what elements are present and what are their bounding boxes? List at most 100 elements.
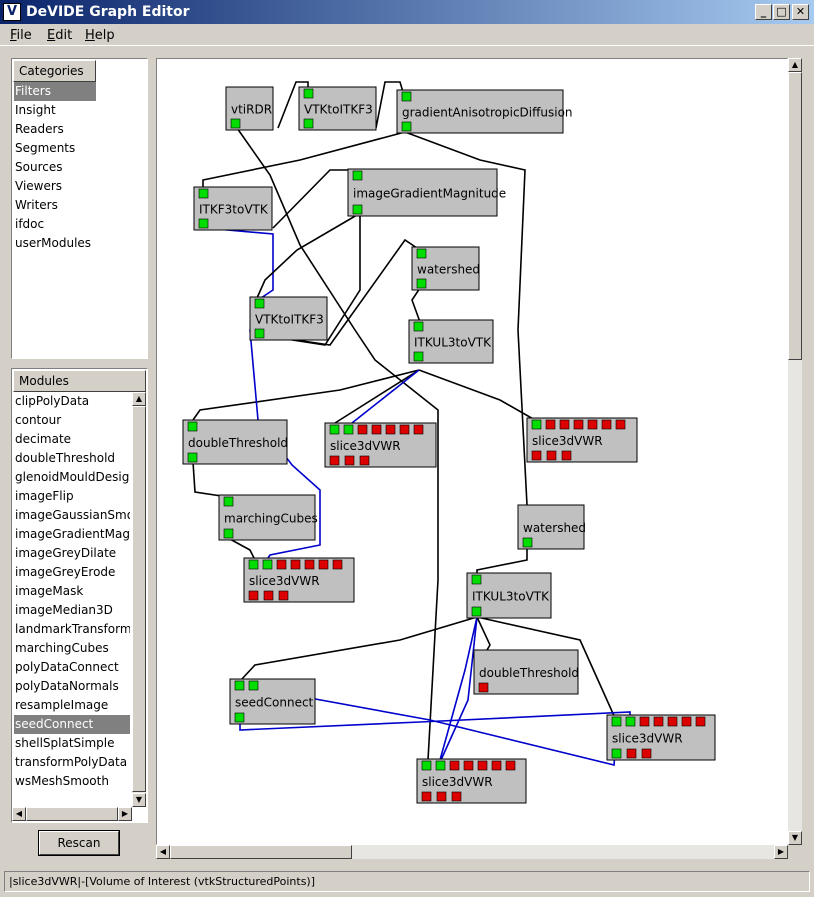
connection-line[interactable] [202, 131, 406, 188]
input-port[interactable] [463, 760, 474, 771]
category-item-viewers[interactable]: Viewers [15, 179, 63, 193]
module-item-imagemask[interactable]: imageMask [15, 584, 84, 598]
input-port[interactable] [416, 248, 427, 259]
output-port[interactable] [626, 748, 637, 759]
input-port[interactable] [304, 559, 315, 570]
output-port[interactable] [546, 450, 557, 461]
input-port[interactable] [545, 419, 556, 430]
modules-vscroll-thumb[interactable] [132, 406, 146, 792]
module-glyph-itkul3tovtk_b[interactable]: ITKUL3toVTK [466, 572, 552, 619]
module-item-imagemedian3d[interactable]: imageMedian3D [15, 603, 113, 617]
input-port[interactable] [611, 716, 622, 727]
connection-line[interactable] [249, 299, 321, 559]
input-port[interactable] [421, 760, 432, 771]
input-port[interactable] [343, 424, 354, 435]
output-port[interactable] [198, 218, 209, 229]
connection-line[interactable] [411, 287, 421, 323]
connection-line[interactable] [204, 227, 274, 301]
module-glyph-itkul3tovtk_a[interactable]: ITKUL3toVTK [408, 319, 494, 364]
output-port[interactable] [263, 590, 274, 601]
input-port[interactable] [505, 760, 516, 771]
connection-line[interactable] [476, 616, 616, 719]
connection-line[interactable] [476, 547, 528, 575]
output-port[interactable] [421, 791, 432, 802]
output-port[interactable] [359, 455, 370, 466]
close-button[interactable]: ✕ [792, 4, 809, 20]
output-port[interactable] [641, 748, 652, 759]
input-port[interactable] [290, 559, 301, 570]
module-item-resampleimage[interactable]: resampleImage [15, 698, 109, 712]
input-port[interactable] [371, 424, 382, 435]
input-port[interactable] [413, 321, 424, 332]
input-port[interactable] [187, 421, 198, 432]
connection-line[interactable] [240, 616, 478, 681]
input-port[interactable] [491, 760, 502, 771]
scroll-up-arrow-icon[interactable]: ▲ [132, 392, 146, 406]
module-glyph-seedconnect[interactable]: seedConnect [229, 678, 316, 725]
scroll-left-arrow-icon[interactable]: ◀ [12, 807, 26, 821]
connection-line[interactable] [272, 169, 358, 229]
input-port[interactable] [276, 559, 287, 570]
module-glyph-slice_e[interactable]: slice3dVWR [416, 758, 527, 804]
output-port[interactable] [522, 537, 533, 548]
module-item-decimate[interactable]: decimate [15, 432, 72, 446]
module-glyph-marchingcubes[interactable]: marchingCubes [218, 494, 318, 541]
connection-line[interactable] [440, 616, 478, 761]
input-port[interactable] [449, 760, 460, 771]
category-item-readers[interactable]: Readers [15, 122, 64, 136]
input-port[interactable] [625, 716, 636, 727]
module-item-landmarktransform[interactable]: landmarkTransform [15, 622, 130, 636]
module-item-marchingcubes[interactable]: marchingCubes [15, 641, 109, 655]
module-item-polydataconnect[interactable]: polyDataConnect [15, 660, 119, 674]
output-port[interactable] [416, 278, 427, 289]
modules-hscroll-thumb[interactable] [26, 807, 118, 821]
output-port[interactable] [303, 118, 314, 129]
category-item-sources[interactable]: Sources [15, 160, 63, 174]
scroll-left-arrow-icon[interactable]: ◀ [156, 845, 170, 859]
connection-line[interactable] [439, 616, 478, 761]
module-item-shellsplatsimple[interactable]: shellSplatSimple [15, 736, 115, 750]
output-port[interactable] [531, 450, 542, 461]
input-port[interactable] [667, 716, 678, 727]
connection-line[interactable] [192, 369, 420, 421]
output-port[interactable] [230, 118, 241, 129]
connection-line[interactable] [277, 81, 309, 129]
input-port[interactable] [303, 88, 314, 99]
output-port[interactable] [561, 450, 572, 461]
minimize-button[interactable]: _ [755, 4, 772, 20]
module-glyph-slice_b[interactable]: slice3dVWR [526, 417, 638, 463]
module-item-imagegradientmagni[interactable]: imageGradientMagni [15, 527, 130, 541]
output-port[interactable] [278, 590, 289, 601]
canvas-hscroll-thumb[interactable] [170, 845, 352, 859]
input-port[interactable] [639, 716, 650, 727]
output-port[interactable] [329, 455, 340, 466]
menu-edit[interactable]: Edit [47, 28, 73, 43]
output-port[interactable] [401, 121, 412, 132]
output-port[interactable] [478, 682, 489, 693]
module-glyph-watershed_b[interactable]: watershed [517, 504, 586, 550]
module-glyph-imggradmag[interactable]: imageGradientMagnitude [347, 168, 506, 217]
module-glyph-gradaniso[interactable]: gradientAnisotropicDiffusion [396, 89, 573, 134]
module-item-seedconnect[interactable]: seedConnect [14, 715, 130, 734]
output-port[interactable] [254, 328, 265, 339]
input-port[interactable] [352, 170, 363, 181]
module-item-imagegaussiansmoo[interactable]: imageGaussianSmoo [15, 508, 130, 522]
input-port[interactable] [329, 424, 340, 435]
input-port[interactable] [559, 419, 570, 430]
module-item-imageflip[interactable]: imageFlip [15, 489, 74, 503]
input-port[interactable] [653, 716, 664, 727]
input-port[interactable] [385, 424, 396, 435]
input-port[interactable] [262, 559, 273, 570]
category-item-insight[interactable]: Insight [15, 103, 56, 117]
maximize-button[interactable]: □ [773, 4, 790, 20]
module-glyph-slice_d[interactable]: slice3dVWR [606, 714, 716, 761]
input-port[interactable] [435, 760, 446, 771]
output-port[interactable] [471, 606, 482, 617]
input-port[interactable] [332, 559, 343, 570]
module-item-glenoidmoulddesign[interactable]: glenoidMouldDesign [15, 470, 130, 484]
scroll-up-arrow-icon[interactable]: ▲ [788, 58, 802, 72]
module-glyph-slice_a[interactable]: slice3dVWR [324, 422, 437, 468]
module-glyph-vtktoitkf3_b[interactable]: VTKtoITKF3 [249, 296, 328, 341]
